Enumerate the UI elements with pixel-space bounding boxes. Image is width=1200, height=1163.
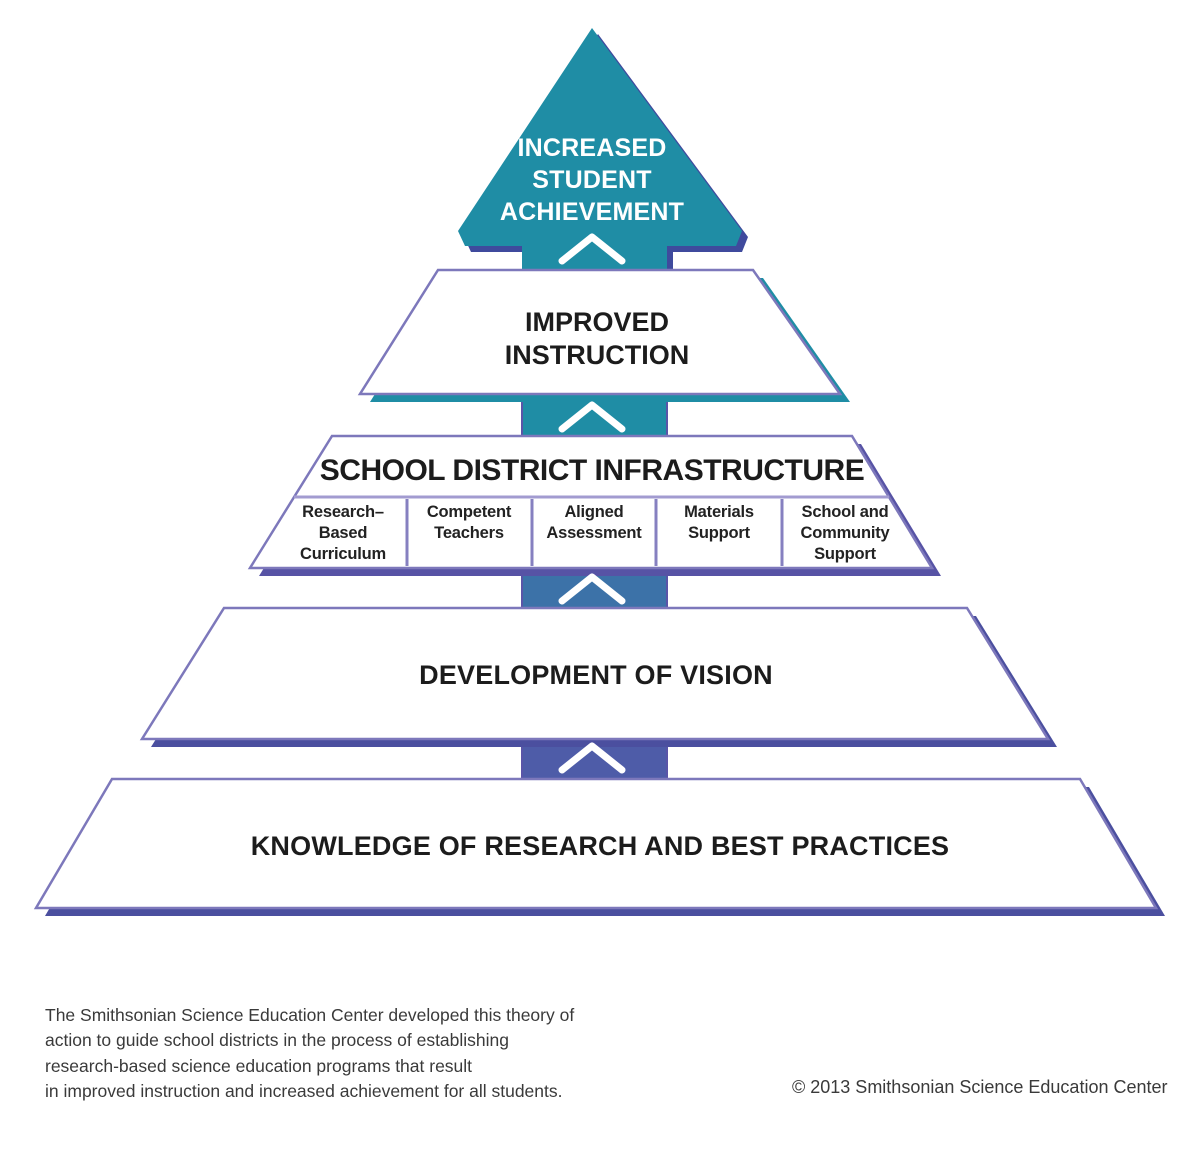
- vision-label: DEVELOPMENT OF VISION: [419, 660, 773, 690]
- copyright-text: © 2013 Smithsonian Science Education Cen…: [792, 1077, 1168, 1097]
- achievement-label: INCREASED STUDENT ACHIEVEMENT: [499, 134, 685, 226]
- infrastructure-title: SCHOOL DISTRICT INFRASTRUCTURE: [319, 454, 865, 487]
- up-chevron-icon-4: [558, 742, 626, 774]
- infrastructure-item-materials: Materials Support: [684, 503, 754, 542]
- improved-instruction-shape: [357, 268, 843, 396]
- infrastructure-item-teachers: Competent Teachers: [426, 503, 512, 542]
- knowledge-shape: [33, 777, 1159, 910]
- infrastructure-item-curriculum: Research– Based Curriculum: [299, 503, 387, 563]
- up-chevron-icon-1: [558, 233, 626, 265]
- caption-text: The Smithsonian Science Education Center…: [45, 1005, 575, 1101]
- up-chevron-icon-2: [558, 401, 626, 433]
- infrastructure-item-assessment: Aligned Assessment: [546, 503, 642, 542]
- infrastructure-shape: [247, 434, 935, 570]
- knowledge-label: KNOWLEDGE OF RESEARCH AND BEST PRACTICES: [250, 831, 950, 861]
- achievement-arrow-shape: [458, 28, 742, 300]
- up-chevron-icon-3: [558, 573, 626, 605]
- improved-instruction-label: IMPROVED INSTRUCTION: [504, 307, 690, 370]
- infrastructure-item-community: School and Community Support: [800, 503, 890, 563]
- vision-shape: [139, 606, 1051, 741]
